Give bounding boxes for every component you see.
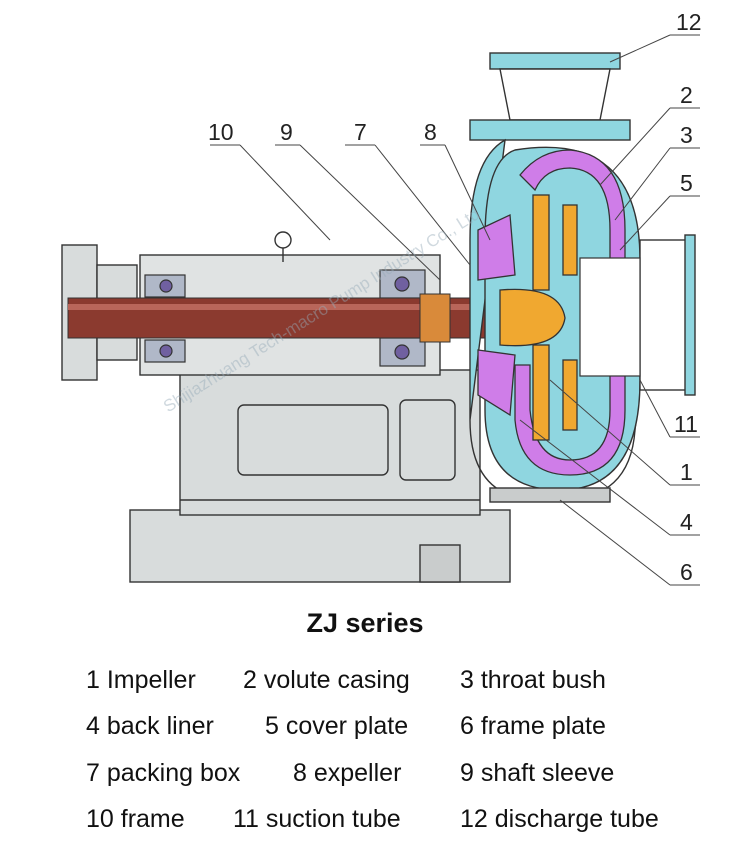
page-title: ZJ series	[306, 608, 424, 638]
callout-5: 5	[680, 170, 693, 196]
legend-row: 1 Impeller 2 volute casing 3 throat bush	[86, 657, 726, 704]
legend-item: 8 expeller	[293, 758, 402, 787]
liners	[477, 149, 626, 476]
callout-numbers: 12 2 3 5 11 1 4 6 10 9 7 8	[208, 9, 702, 585]
callout-11: 11	[674, 411, 698, 437]
callout-3: 3	[680, 122, 693, 148]
callout-7: 7	[354, 119, 367, 145]
callout-6: 6	[680, 559, 693, 585]
legend-item: 5 cover plate	[265, 712, 409, 741]
legend-item: 10 frame	[86, 805, 185, 834]
legend-item: 2 volute casing	[243, 665, 410, 694]
legend-row: 10 frame 11 suction tube 12 discharge tu…	[86, 797, 726, 844]
suction-opening	[579, 257, 641, 377]
lifting-eye	[274, 231, 292, 262]
callout-4: 4	[680, 509, 693, 535]
legend-row: 7 packing box 8 expeller 9 shaft sleeve	[86, 750, 726, 797]
impeller	[499, 194, 578, 441]
legend-row: 4 back liner 5 cover plate 6 frame plate	[86, 704, 726, 751]
parts-legend: 1 Impeller 2 volute casing 3 throat bush…	[86, 657, 726, 843]
legend-item: 1 Impeller	[86, 665, 196, 694]
pump-cross-section-drawing: 12 2 3 5 11 1 4 6 10 9 7 8	[61, 9, 702, 586]
shaft	[67, 293, 529, 343]
legend-item: 6 frame plate	[460, 712, 606, 741]
legend-item: 3 throat bush	[460, 665, 606, 694]
leader-lines	[210, 34, 700, 586]
legend-item: 4 back liner	[86, 712, 214, 741]
callout-10: 10	[208, 119, 234, 145]
callout-12: 12	[676, 9, 702, 35]
bearings	[144, 269, 426, 367]
legend-item: 12 discharge tube	[460, 805, 659, 834]
callout-1: 1	[680, 459, 693, 485]
callout-2: 2	[680, 82, 693, 108]
legend-item: 9 shaft sleeve	[460, 758, 615, 787]
callout-8: 8	[424, 119, 437, 145]
callout-9: 9	[280, 119, 293, 145]
legend-item: 7 packing box	[86, 758, 241, 787]
legend-item: 11 suction tube	[233, 805, 401, 834]
